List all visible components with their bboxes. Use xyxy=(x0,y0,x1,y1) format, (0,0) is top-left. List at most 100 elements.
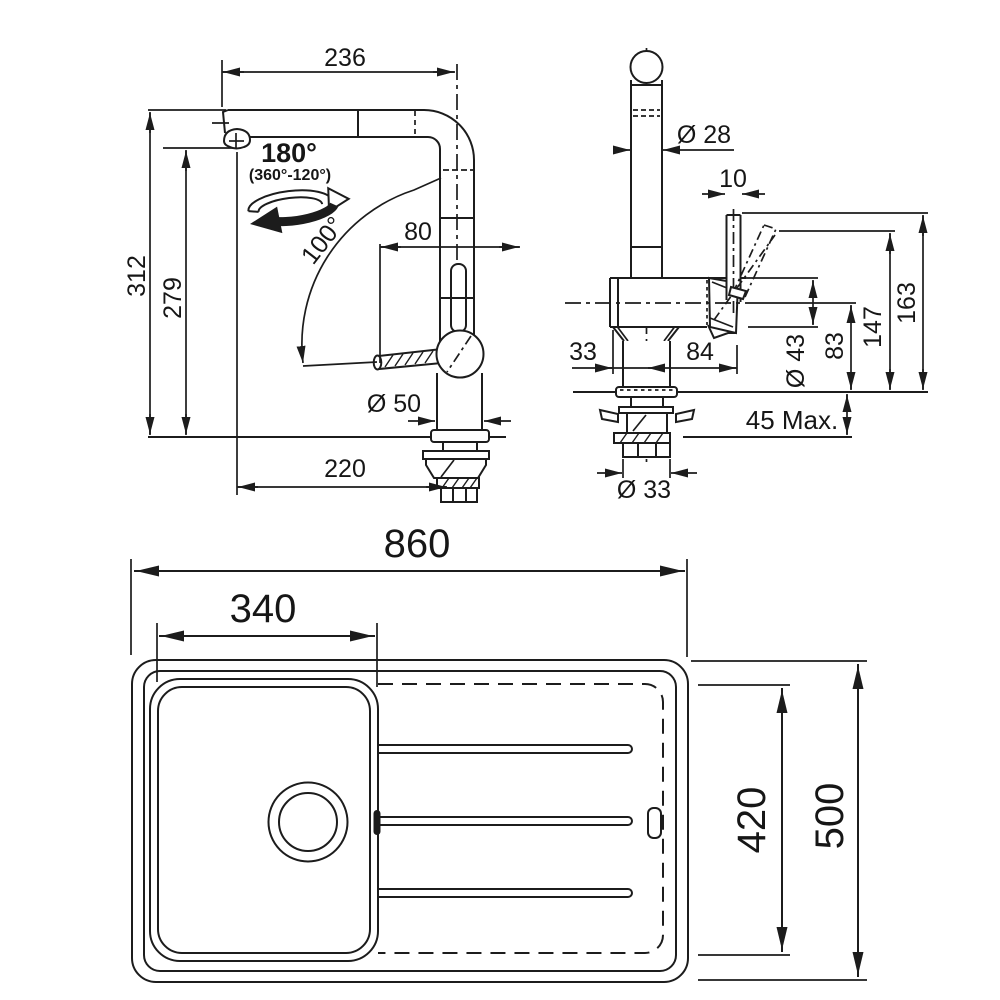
dim-147: 147 xyxy=(779,230,895,390)
clamp-bracket xyxy=(425,458,487,479)
side-nut xyxy=(622,442,671,458)
faucet-side-view: Ø 28 10 33 84 Ø 43 xyxy=(565,48,928,504)
side-shank-hatch xyxy=(619,432,664,444)
dim-80: 80 xyxy=(379,218,520,363)
cone-left-inner xyxy=(616,326,629,342)
spout-tip-edge xyxy=(221,109,229,134)
handle-swing-arc xyxy=(296,177,442,367)
spout-outer-contour xyxy=(228,109,475,348)
rotation-band-outer xyxy=(247,189,333,212)
shank-fill xyxy=(623,341,670,387)
dim-420-label: 420 xyxy=(730,787,774,854)
dim-340: 340 xyxy=(156,587,378,687)
dim-d50: Ø 50 xyxy=(367,390,511,426)
dim-d28-label: Ø 28 xyxy=(677,121,731,149)
rotation-band-end xyxy=(248,210,259,213)
dim-312: 312 xyxy=(123,109,226,435)
groove-3 xyxy=(378,888,633,898)
dim-860: 860 xyxy=(130,522,688,657)
sink-outer-edge xyxy=(131,659,689,983)
dim-220-label: 220 xyxy=(324,455,366,483)
front-lever-handle xyxy=(372,347,443,371)
swing-arc-base xyxy=(302,361,378,367)
cone-right-outer xyxy=(667,326,680,342)
lever-tilted-left xyxy=(732,224,765,294)
side-wing-right xyxy=(675,408,696,424)
washer xyxy=(422,450,490,460)
front-faucet-body xyxy=(430,329,490,443)
side-wing-left xyxy=(598,408,619,424)
ball-joint-axis xyxy=(446,335,472,373)
lever-tilted-axis xyxy=(713,234,776,321)
dim-236-label: 236 xyxy=(324,44,366,72)
shank-stem xyxy=(442,441,478,452)
dim-33-label: 33 xyxy=(569,338,597,366)
dim-860-label: 860 xyxy=(384,522,451,566)
dim-33-84: 33 84 xyxy=(569,330,738,374)
rotation-band-inner xyxy=(257,196,324,212)
dim-279-label: 279 xyxy=(159,277,187,319)
swivel-rotation-icon xyxy=(247,186,351,234)
side-stem xyxy=(630,396,664,408)
dim-10: 10 xyxy=(702,165,765,199)
swing-arc xyxy=(296,177,442,364)
dim-d43: Ø 43 xyxy=(746,277,818,388)
dim-236: 236 xyxy=(221,44,455,107)
rotation-arrow-solid xyxy=(250,206,283,234)
column-top-knob xyxy=(629,50,664,84)
dim-d50-label: Ø 50 xyxy=(367,390,421,418)
swivel-range-label: (360°-120°) xyxy=(249,167,331,184)
base-flange xyxy=(430,429,490,443)
cone-left-outer xyxy=(612,326,625,342)
aerator xyxy=(222,127,252,150)
dim-d28: Ø 28 xyxy=(613,121,734,155)
dim-340-label: 340 xyxy=(230,587,297,631)
dim-80-label: 80 xyxy=(404,218,432,246)
sink-top-view: 860 340 420 500 xyxy=(130,522,867,983)
swivel-angle-label: 180° xyxy=(261,138,317,168)
drainer-recess-dashed xyxy=(378,683,664,954)
cone-right-inner xyxy=(663,326,676,342)
base-cylinder-fill xyxy=(437,372,482,432)
overflow-slot xyxy=(647,807,662,839)
dim-147-label: 147 xyxy=(859,306,887,348)
lever-rod-hatch xyxy=(384,350,434,368)
dim-10-label: 10 xyxy=(719,165,747,193)
side-spout-column xyxy=(629,50,664,278)
dim-45max: 45 Max. xyxy=(746,394,852,435)
dim-420: 420 xyxy=(698,684,790,956)
dim-84-label: 84 xyxy=(686,338,714,366)
lever-tilted-cap xyxy=(763,224,777,230)
dim-279: 279 xyxy=(159,147,233,435)
dim-83: 83 xyxy=(821,305,856,390)
dim-163: 163 xyxy=(742,212,928,390)
bowl-edge-notch xyxy=(373,810,381,835)
groove-1 xyxy=(378,744,633,754)
sink-rim-line xyxy=(143,670,677,972)
dim-220: 220 xyxy=(236,152,447,495)
dim-312-label: 312 xyxy=(123,255,151,297)
dim-163-label: 163 xyxy=(893,282,921,324)
column-fill xyxy=(631,78,662,278)
bowl-inner xyxy=(157,686,371,954)
lever-base-joint xyxy=(727,285,748,301)
faucet-front-view: 236 312 279 80 Ø 50 xyxy=(123,44,520,503)
spout-inner-contour xyxy=(250,136,441,348)
mount-lobe xyxy=(707,324,736,340)
dim-45max-label: 45 Max. xyxy=(746,405,839,435)
side-lever-mount xyxy=(706,209,777,340)
dim-500: 500 xyxy=(691,660,867,981)
mounting-nut xyxy=(440,487,478,503)
clamp-bracket-split xyxy=(440,459,455,478)
drain-knob-inner xyxy=(278,792,338,852)
dim-500-label: 500 xyxy=(808,783,852,850)
drain-knob-outer xyxy=(267,781,349,863)
dim-d33-label: Ø 33 xyxy=(617,476,671,504)
side-mounting-hardware xyxy=(598,396,696,458)
dim-d43-label: Ø 43 xyxy=(782,334,810,388)
side-flange xyxy=(615,386,678,398)
dim-83-label: 83 xyxy=(821,332,849,360)
